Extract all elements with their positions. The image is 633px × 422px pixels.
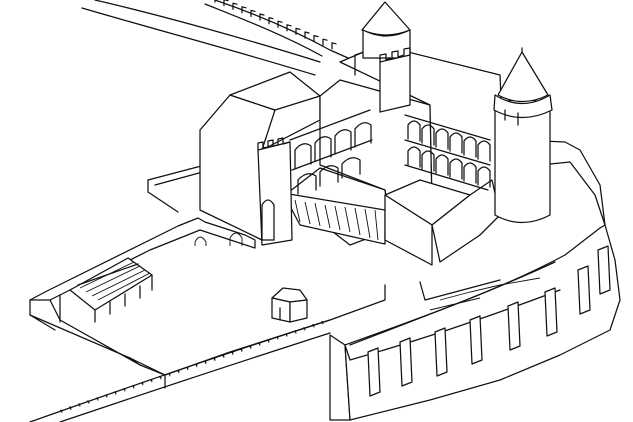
wall-dot <box>258 342 261 346</box>
wall-dot <box>150 379 153 383</box>
buttress <box>469 315 483 365</box>
wall-dot <box>177 370 180 374</box>
crenel <box>223 0 229 7</box>
wall-dot <box>78 403 81 407</box>
wall-dot <box>168 373 171 377</box>
crenel <box>241 6 247 14</box>
arch <box>477 140 491 162</box>
hillside <box>429 277 541 311</box>
arch <box>297 173 317 195</box>
wall-dot <box>204 360 207 365</box>
arch <box>463 136 477 158</box>
round-tower-right <box>493 47 553 224</box>
wall-dot <box>141 382 144 386</box>
buttress <box>597 245 611 295</box>
crenel <box>232 2 238 10</box>
buttress <box>434 327 448 377</box>
crenel <box>250 9 256 18</box>
wall-dot <box>195 363 198 368</box>
wall-dot <box>321 321 324 325</box>
wall-dot <box>186 367 189 371</box>
crenel <box>322 38 328 46</box>
wall-dot <box>114 391 117 395</box>
wall-dot <box>249 345 252 349</box>
arch <box>354 122 372 148</box>
wall-dot <box>69 406 72 410</box>
buttress <box>507 301 521 351</box>
wall-dot <box>87 400 90 404</box>
arch <box>477 166 491 188</box>
arcades <box>289 109 491 195</box>
buttress <box>544 287 558 337</box>
wall-dot <box>132 385 135 389</box>
arch <box>421 150 435 172</box>
crenel <box>268 16 274 25</box>
wall-dot <box>240 348 243 352</box>
outer-bastion-wall <box>329 139 621 421</box>
crenel <box>277 20 283 28</box>
crenel <box>286 24 292 32</box>
small-hut <box>271 287 308 323</box>
arch <box>407 120 421 142</box>
wall-dot <box>222 354 225 359</box>
wall-dot <box>267 339 270 343</box>
outer-curved-wall <box>81 0 349 76</box>
round-tower-top <box>361 1 411 59</box>
arch <box>314 136 332 162</box>
wall-dot <box>123 388 126 392</box>
crenel <box>331 42 337 50</box>
arch <box>421 124 435 146</box>
crenel <box>295 27 301 36</box>
arch <box>449 132 463 154</box>
buttress <box>399 337 413 387</box>
wall-dot <box>303 327 306 331</box>
buttress <box>367 347 381 397</box>
crenel <box>313 34 319 43</box>
wooden-shed <box>69 257 153 323</box>
arch <box>463 162 477 184</box>
arch <box>319 165 339 187</box>
arch <box>449 158 463 180</box>
arch <box>407 146 421 168</box>
arch <box>341 157 361 179</box>
wall-dot <box>285 333 288 337</box>
wall-dot <box>159 376 162 380</box>
wall-dot <box>231 351 234 356</box>
gate-turret <box>257 137 291 151</box>
wall-dot <box>96 397 99 401</box>
wall-dot <box>105 394 108 398</box>
lower-bailey-walls <box>29 217 259 376</box>
palace-main-block <box>199 41 506 266</box>
buttress <box>577 265 591 315</box>
wall-dot <box>60 409 63 413</box>
wall-dot <box>294 330 297 334</box>
arch <box>435 128 449 150</box>
front-crenelated-wall <box>29 284 386 422</box>
square-tower <box>379 47 411 113</box>
wall-dot <box>312 324 315 328</box>
crenel <box>259 13 265 21</box>
crenel <box>304 31 310 39</box>
arch <box>435 154 449 176</box>
wall-dot <box>276 336 279 340</box>
arch <box>334 129 352 155</box>
arch <box>294 143 312 169</box>
wall-dot <box>213 357 216 362</box>
